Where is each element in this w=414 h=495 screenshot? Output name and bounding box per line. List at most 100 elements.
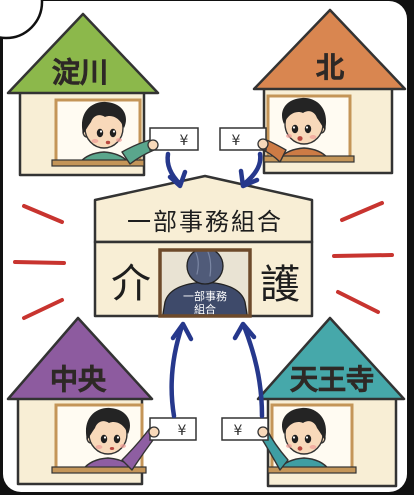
arrow-head — [232, 321, 257, 341]
house-roof — [6, 316, 154, 401]
resident-eye-left — [304, 434, 312, 444]
resident-eye-shine — [305, 126, 309, 129]
house-label: 淀川 — [52, 56, 108, 89]
envelope-body — [221, 417, 269, 441]
house-roof — [256, 316, 406, 401]
arrow-shaft — [241, 323, 265, 419]
resident-mouth — [297, 136, 303, 141]
resident-hand — [147, 139, 159, 151]
window-view — [82, 407, 134, 469]
resident — [278, 97, 329, 158]
resident-blush — [309, 445, 317, 449]
arrow-head — [238, 168, 260, 189]
emphasis-lines — [13, 201, 394, 320]
house-tennoji: 天王寺 ¥ — [221, 316, 406, 488]
window-view — [278, 407, 330, 469]
resident-eye-shine — [305, 436, 309, 439]
arrow-shaft — [241, 151, 263, 187]
building-title: 一部事務組合 — [127, 208, 283, 236]
emphasis-line — [22, 298, 64, 320]
kaigo-right-char: 護 — [260, 262, 300, 308]
building-upper — [93, 174, 314, 244]
emphasis-line — [22, 204, 64, 224]
resident-mouth — [297, 446, 303, 451]
resident-blush — [91, 139, 99, 143]
house-roof — [6, 12, 160, 95]
house-label: 天王寺 — [290, 363, 374, 396]
resident-blush — [286, 444, 292, 448]
kaigo-left-char: 介 — [111, 261, 151, 307]
staff-badge-line2: 組合 — [194, 302, 216, 316]
yen-mark: ¥ — [178, 423, 187, 439]
window-view — [79, 101, 130, 162]
resident-hand — [257, 426, 269, 438]
staff-badge-line1: 一部事務 — [183, 289, 227, 303]
envelope-body — [219, 127, 267, 151]
house-roof — [252, 8, 407, 91]
arrow-shaft — [169, 323, 185, 419]
yen-mark: ¥ — [234, 423, 243, 439]
window-sill — [267, 466, 357, 474]
house-chuo: 中央 ¥ — [6, 316, 197, 486]
arrow-chuo-to-union — [169, 321, 194, 419]
resident-eye-shine — [99, 130, 103, 133]
money-envelope: ¥ — [221, 417, 269, 441]
window-sill — [263, 155, 355, 163]
building-window-frame — [158, 248, 252, 318]
resident-hair — [85, 407, 130, 440]
money-envelope: ¥ — [149, 127, 199, 151]
money-envelope: ¥ — [219, 127, 267, 151]
resident-eye-shine — [103, 436, 107, 439]
resident-hand — [257, 138, 269, 150]
resident-blush — [95, 445, 103, 449]
arrow-kita-to-union — [238, 151, 263, 189]
resident-blush — [309, 135, 317, 139]
arrow-yodogawa-to-union — [165, 151, 188, 189]
resident-blush — [116, 138, 122, 142]
resident-eye-shine — [292, 436, 296, 439]
resident — [82, 407, 134, 469]
house-kita: 北 ¥ — [219, 8, 407, 175]
emphasis-line — [13, 260, 66, 265]
resident-eye-left — [304, 124, 312, 134]
resident — [79, 101, 130, 162]
resident-eye-right — [109, 128, 117, 138]
resident-hand — [148, 426, 160, 438]
emphasis-line — [340, 201, 384, 222]
emphasis-line — [336, 290, 380, 314]
emphasis-line — [332, 253, 394, 258]
resident-eye-left — [96, 128, 104, 138]
resident-blush — [120, 444, 126, 448]
resident — [278, 407, 330, 469]
resident-eye-right — [291, 434, 299, 444]
joint-administration-building: 一部事務組合 介 護 一部事務 組合 — [93, 174, 314, 318]
resident-eye-shine — [292, 126, 296, 129]
staff-hair-strand — [207, 251, 212, 277]
resident-hair — [81, 101, 126, 134]
window-sill — [51, 466, 147, 474]
arrow-head — [170, 321, 194, 342]
resident-eye-right — [113, 434, 121, 444]
arrow-head — [167, 169, 188, 189]
building-window-view: 一部事務 組合 — [162, 250, 248, 316]
yen-mark: ¥ — [232, 133, 241, 149]
resident-eye-left — [100, 434, 108, 444]
resident-blush — [286, 134, 292, 138]
resident-hair — [282, 97, 327, 130]
resident-shirt — [278, 457, 330, 469]
flow-arrows — [165, 151, 265, 419]
window-view — [278, 97, 329, 158]
resident-eye-shine — [112, 130, 116, 133]
house-label: 中央 — [50, 363, 107, 396]
resident-eye-right — [291, 124, 299, 134]
envelope-body — [149, 127, 199, 151]
resident-eye-shine — [116, 436, 120, 439]
window-sill — [51, 159, 145, 167]
staff-member: 一部事務 組合 — [162, 250, 248, 316]
staff-head — [186, 250, 224, 285]
house-label: 北 — [316, 51, 344, 84]
yen-mark: ¥ — [180, 133, 189, 149]
corner-bubble — [0, 0, 44, 40]
resident-mouth — [105, 140, 111, 145]
